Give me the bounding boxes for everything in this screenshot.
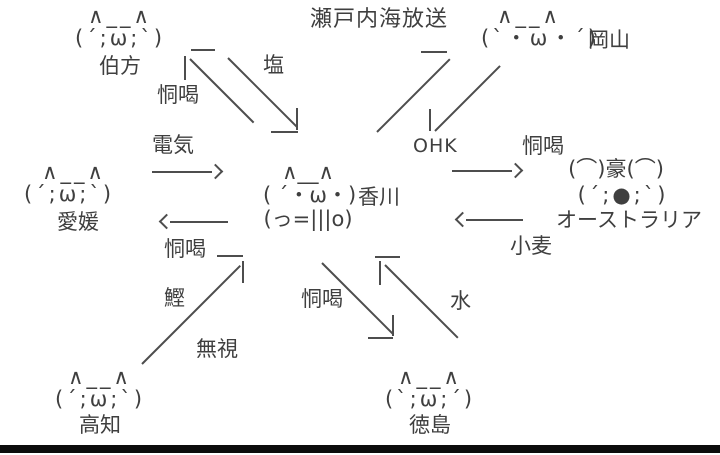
arrowhead-ehime-to-kagawa xyxy=(207,163,224,180)
arrow-kagawa-to-ehime xyxy=(170,221,228,223)
label-ksb-broadcasting: 瀬戸内海放送 xyxy=(310,7,449,32)
node-okayama-label: 岡山 xyxy=(588,28,630,52)
node-tokushima-label: 徳島 xyxy=(409,413,451,437)
label-electricity: 電気 xyxy=(152,133,194,157)
node-kagawa-face-ears: ∧__∧ xyxy=(282,160,334,184)
label-bonito: 鰹 xyxy=(164,286,185,310)
node-ehime-label: 愛媛 xyxy=(57,210,99,234)
node-kagawa-label: 香川 xyxy=(358,185,400,209)
node-tokushima-face-ears: ∧__∧ xyxy=(398,365,462,389)
arrow-tip-from-okayama xyxy=(429,109,431,131)
label-wheat: 小麦 xyxy=(510,234,552,258)
edge-line-okayama-to-kagawa xyxy=(434,65,501,132)
arrow-tip-bar-from-kagawa-tokushima xyxy=(368,337,393,339)
bottom-border-bar xyxy=(0,445,720,453)
node-hakata-label: 伯方 xyxy=(99,54,141,78)
node-australia-label: オーストラリア xyxy=(556,208,702,232)
node-tokushima-face: (`;ω;´) xyxy=(384,387,476,411)
arrow-tip-to-kagawa-water xyxy=(379,261,381,285)
node-australia-face-ears: (⌒)豪(⌒) xyxy=(568,157,664,181)
arrow-tip-from-kochi xyxy=(242,261,244,283)
node-kochi-face: (´;ω;`) xyxy=(54,387,146,411)
node-okayama-face: (`・ω・´) xyxy=(481,26,599,50)
arrow-tip-bar-from-hakata xyxy=(271,131,298,133)
label-intimidation-australia: 恫喝 xyxy=(522,134,564,158)
arrow-ehime-to-kagawa xyxy=(152,171,212,173)
arrow-tip-bar-to-hakata xyxy=(191,49,215,51)
node-okayama-face-ears: ∧__∧ xyxy=(497,4,561,28)
arrow-tip-bar-from-kochi xyxy=(217,255,243,257)
node-kagawa-face-udon: (っ=|||o) xyxy=(263,207,353,231)
label-intimidation-hakata: 恫喝 xyxy=(157,83,199,107)
edge-line-tokushima-to-kagawa xyxy=(384,264,459,339)
node-ehime-face: (´;ω;`) xyxy=(23,182,115,206)
arrow-tip-bar-to-okayama xyxy=(421,51,447,53)
node-kochi-face-ears: ∧__∧ xyxy=(68,365,132,389)
arrow-australia-to-kagawa xyxy=(466,219,523,221)
label-salt: 塩 xyxy=(263,53,284,77)
node-kochi-label: 高知 xyxy=(79,413,121,437)
label-intimidation-ehime: 恫喝 xyxy=(164,237,206,261)
edge-line-kagawa-to-okayama xyxy=(376,58,451,133)
arrow-kagawa-to-australia xyxy=(452,170,512,172)
arrow-tip-from-hakata xyxy=(296,108,298,130)
edge-line-kagawa-to-hakata xyxy=(189,58,255,124)
label-ohk: OHK xyxy=(413,135,458,157)
label-ignore: 無視 xyxy=(196,337,238,361)
node-hakata-face: (´;ω;`) xyxy=(74,26,166,50)
node-hakata-face-ears: ∧__∧ xyxy=(88,4,152,28)
node-kagawa-face: ( ´・ω・) xyxy=(263,183,357,207)
label-intimidation-tokushima: 恫喝 xyxy=(301,287,343,311)
label-water: 水 xyxy=(450,289,471,313)
arrowhead-kagawa-to-australia xyxy=(507,162,524,179)
arrow-tip-from-kagawa-tokushima xyxy=(392,315,394,336)
arrow-tip-to-hakata xyxy=(184,56,186,80)
node-australia-face: (´;●;`) xyxy=(577,183,669,207)
arrow-tip-bar-to-kagawa-water xyxy=(375,256,400,258)
node-ehime-face-ears: ∧__∧ xyxy=(42,160,106,184)
